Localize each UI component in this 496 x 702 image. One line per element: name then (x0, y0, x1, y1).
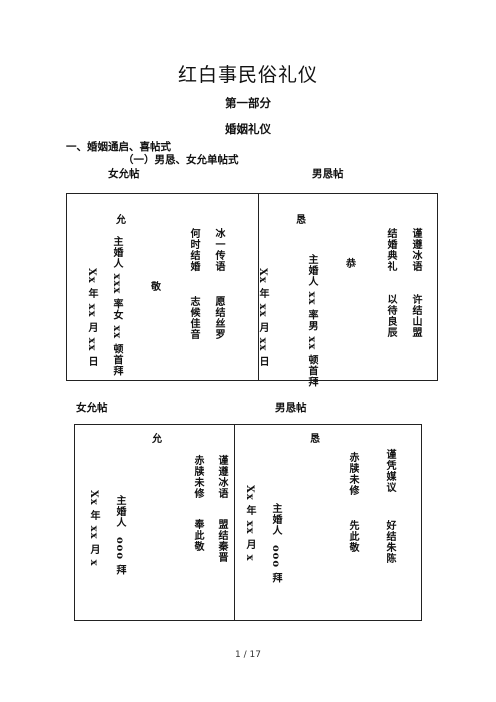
set2-right-sign2: ooo 拜 (270, 545, 281, 584)
set1-label-right: 男恳帖 (312, 168, 344, 180)
set1-right-title: 恳 (296, 215, 306, 226)
set2-right-date: Xx 年 xx 月 x (244, 485, 255, 562)
set1-right-center: 恭 (346, 259, 356, 270)
set1-left-col3: 何时结婚 (188, 228, 199, 272)
set1-right-sign: 主婚人 xx 率男 xx 顿首拜 (306, 254, 317, 388)
set2-left-col2: 盟结秦晋 (216, 519, 227, 563)
subheading-1: 一、婚姻通启、喜帖式 (66, 141, 171, 153)
set2-card-frame (74, 424, 422, 621)
page-number: 1 / 17 (235, 650, 261, 660)
set2-right-col1: 谨凭媒议 (384, 449, 395, 493)
set2-right-title: 恳 (310, 434, 320, 445)
set2-left-title: 允 (152, 434, 162, 445)
set2-right-col3: 赤牍未修 (347, 452, 358, 496)
set2-left-col4: 奉此敬 (192, 519, 203, 552)
set2-label-right: 男恳帖 (275, 402, 307, 414)
set2-left-col1: 谨遵冰语 (216, 455, 227, 499)
set1-right-col2: 许结山盟 (410, 294, 421, 338)
set1-right-col1: 谨遵冰语 (410, 228, 421, 272)
set1-left-center: 敬 (151, 282, 161, 293)
set1-card-frame (66, 193, 438, 381)
set1-left-title: 允 (116, 215, 126, 226)
document-title: 红白事民俗礼仪 (177, 64, 318, 86)
set2-right-col4: 先此敬 (347, 520, 358, 553)
set1-right-col3: 结婚典礼 (385, 228, 396, 272)
set2-left-sign2: ooo 拜 (114, 537, 125, 576)
set1-right-col4: 以待良辰 (385, 294, 396, 338)
set2-right-col2: 好结朱陈 (384, 520, 395, 564)
set2-label-left: 女允帖 (76, 402, 108, 414)
section-heading: 婚姻礼仪 (225, 122, 271, 136)
set1-left-date: Xx 年 xx 月 xx 日 (86, 268, 97, 367)
part-heading: 第一部分 (225, 96, 271, 110)
set2-right-sign1: 主婚人 (270, 503, 281, 536)
set2-left-sign1: 主婚人 (114, 495, 125, 528)
set1-divider (258, 193, 259, 380)
subheading-2: （一）男恳、女允单帖式 (123, 154, 239, 166)
set2-divider (234, 424, 235, 620)
set2-left-col3: 赤牍未修 (192, 455, 203, 499)
set1-right-date: Xx 年 xx 月 xx 日 (257, 268, 268, 367)
set1-left-col4: 志候佳音 (188, 296, 199, 340)
set1-left-sign: 主婚人 xxx 率女 xx 顿首拜 (111, 236, 122, 377)
set1-left-col2: 愿结丝罗 (213, 296, 224, 340)
set2-left-date: Xx 年 xx 月 x (88, 490, 99, 567)
set1-left-col1: 冰一传语 (213, 228, 224, 272)
set1-label-left: 女允帖 (108, 168, 140, 180)
